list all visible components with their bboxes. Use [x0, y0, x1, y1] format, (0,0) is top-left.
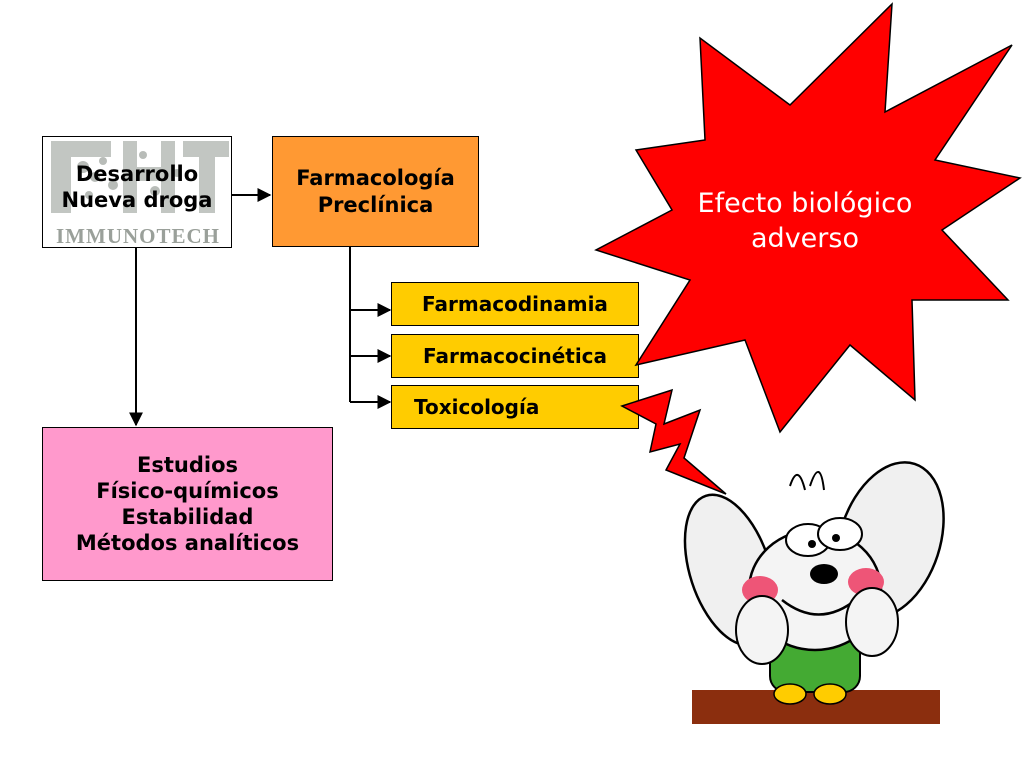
logo-text: IMMUNOTECH [56, 224, 220, 248]
node-desarrollo: IMMUNOTECH Desarrollo Nueva droga [42, 136, 232, 248]
cartoon-mouse-icon [683, 461, 945, 724]
farmacodinamia-label: Farmacodinamia [422, 291, 608, 316]
estudios-line3: Estabilidad [121, 505, 254, 529]
callout-line2: adverso [751, 223, 859, 255]
node-estudios: Estudios Físico-químicos Estabilidad Mét… [42, 427, 333, 581]
estudios-line4: Métodos analíticos [75, 531, 300, 556]
farmacocinetica-label: Farmacocinética [422, 343, 608, 368]
node-toxicologia: Toxicología [391, 385, 639, 429]
toxicologia-label: Toxicología [414, 394, 540, 419]
estudios-line1: Estudios [137, 452, 238, 477]
callout-efecto-adverso: Efecto biológico adverso [655, 186, 955, 256]
node-farmacologia-preclinica: Farmacología Preclínica [272, 136, 479, 247]
preclinica-line1: Farmacología [296, 166, 455, 191]
desarrollo-line1: Desarrollo [75, 161, 199, 186]
node-farmacocinetica: Farmacocinética [391, 334, 639, 378]
callout-line1: Efecto biológico [697, 188, 913, 219]
node-farmacodinamia: Farmacodinamia [391, 282, 639, 326]
preclinica-line2: Preclínica [317, 192, 434, 217]
immunotech-logo: IMMUNOTECH [51, 141, 229, 248]
desarrollo-line2: Nueva droga [61, 188, 213, 212]
estudios-line2: Físico-químicos [96, 478, 279, 503]
